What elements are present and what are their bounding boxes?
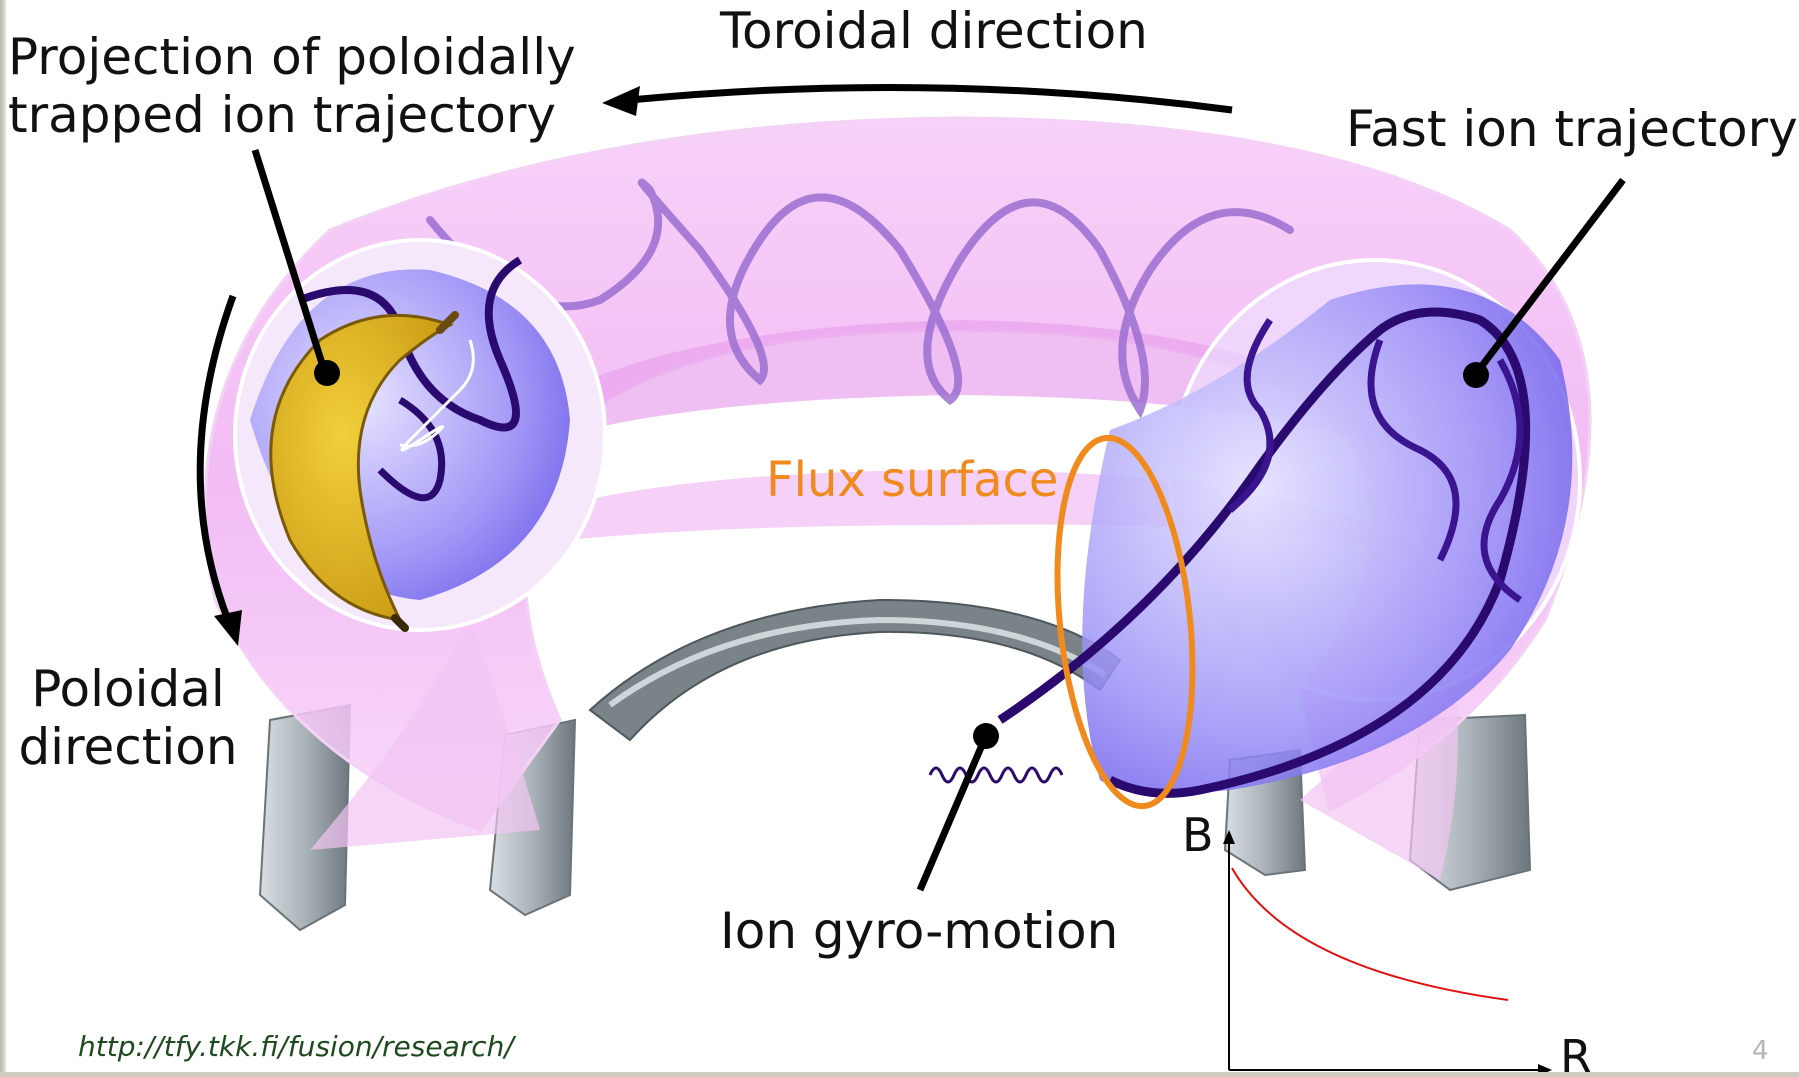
projection-label: Projection of poloidally trapped ion tra… (8, 28, 556, 144)
slide-number: 4 (1752, 1036, 1769, 1066)
r-axis-label: R (1560, 1030, 1592, 1077)
b-axis-label: B (1182, 808, 1214, 862)
field-curve (1232, 868, 1508, 1000)
gyro-pointer (920, 738, 985, 890)
poloidal-label-line2: direction (18, 718, 238, 776)
fast-ion-label: Fast ion trajectory (1346, 100, 1798, 158)
source-url: http://tfy.tkk.fi/fusion/research/ (78, 1030, 514, 1063)
flux-surface-label: Flux surface (766, 452, 1058, 508)
toroidal-direction-label: Toroidal direction (720, 2, 1148, 60)
gyro-pointer-dot (973, 723, 999, 749)
projection-label-line1: Projection of poloidally (8, 28, 556, 86)
toroidal-arrow-head (602, 86, 640, 116)
poloidal-label-line1: Poloidal (18, 660, 238, 718)
gyro-motion-label: Ion gyro-motion (720, 902, 1118, 960)
toroidal-arrow (602, 86, 1232, 116)
poloidal-arrow-head (214, 610, 242, 646)
toroidal-arrow-shaft (620, 87, 1232, 110)
poloidal-direction-label: Poloidal direction (18, 660, 238, 776)
fast-ion-pointer-dot (1463, 362, 1489, 388)
window-edge-bottom (0, 1072, 1799, 1077)
projection-pointer-dot (314, 360, 340, 386)
left-cross-section (235, 240, 605, 630)
gyro-spring (930, 768, 1062, 782)
window-edge-left (0, 0, 6, 1077)
projection-label-line2: trapped ion trajectory (8, 86, 556, 144)
